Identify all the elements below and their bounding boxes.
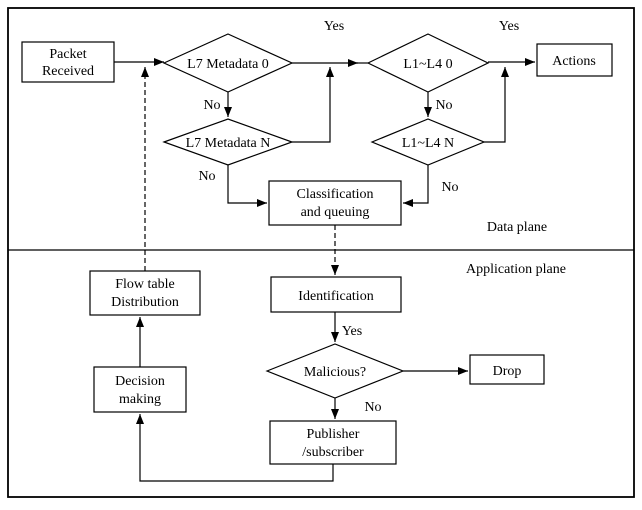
actions-label: Actions (552, 54, 596, 69)
packet-received-label-line1: Packet (49, 47, 86, 62)
identification-box (270, 276, 402, 313)
l1-l4-0-label: L1~L4 0 (403, 57, 452, 72)
l1-l4-n-diamond (370, 118, 486, 166)
edge-l1l4N-no-to-classification (403, 165, 429, 207)
l1-l4-n-label: L1~L4 N (402, 136, 454, 151)
edge-label-l1l4-0-no: No (435, 98, 452, 113)
identification-label: Identification (298, 289, 373, 304)
decision-making-label-line1: Decision (115, 374, 165, 389)
l7-metadata-0-diamond (162, 33, 294, 93)
data-plane-label: Data plane (487, 220, 547, 235)
edge-l1l4N-yes-join (484, 67, 509, 143)
l7-metadata-0-label: L7 Metadata 0 (187, 57, 269, 72)
publisher-subscriber-label-line1: Publisher (307, 427, 360, 442)
flow-table-label-line1: Flow table (115, 277, 175, 292)
malicious-label: Malicious? (304, 365, 366, 380)
l7-metadata-n-label: L7 Metadata N (186, 136, 271, 151)
decision-making-box (93, 366, 187, 413)
decision-making-label-line2: making (119, 392, 161, 407)
publisher-subscriber-box (269, 420, 397, 465)
diagram-border (7, 7, 635, 498)
edge-l7metadataN-no-to-classification (227, 165, 267, 207)
packet-received-box (21, 41, 115, 83)
edge-l7metadataN-yes-join (292, 67, 334, 143)
edge-label-identification-yes: Yes (342, 324, 362, 339)
publisher-subscriber-label-line2: /subscriber (302, 445, 364, 460)
edge-label-l1l4-n-no: No (441, 180, 458, 195)
edge-label-l7-yes: Yes (324, 19, 344, 34)
l7-metadata-n-diamond (162, 118, 294, 166)
edge-publisher-to-decision-loop (136, 414, 334, 482)
edge-label-l7-n-no: No (198, 169, 215, 184)
actions-box (536, 43, 613, 77)
malicious-diamond (265, 343, 405, 399)
edge-label-l7-0-no: No (203, 98, 220, 113)
classification-label-line2: and queuing (301, 205, 370, 220)
drop-label: Drop (493, 364, 522, 379)
edge-label-malicious-no: No (364, 400, 381, 415)
drop-box (469, 354, 545, 385)
classification-box (268, 180, 402, 226)
l1-l4-0-diamond (366, 33, 490, 93)
application-plane-label: Application plane (466, 262, 566, 277)
classification-label-line1: Classification (297, 187, 374, 202)
packet-received-label-line2: Received (42, 64, 94, 79)
edge-label-l1l4-yes: Yes (499, 19, 519, 34)
flow-table-label-line2: Distribution (111, 295, 179, 310)
flow-table-box (89, 270, 201, 316)
